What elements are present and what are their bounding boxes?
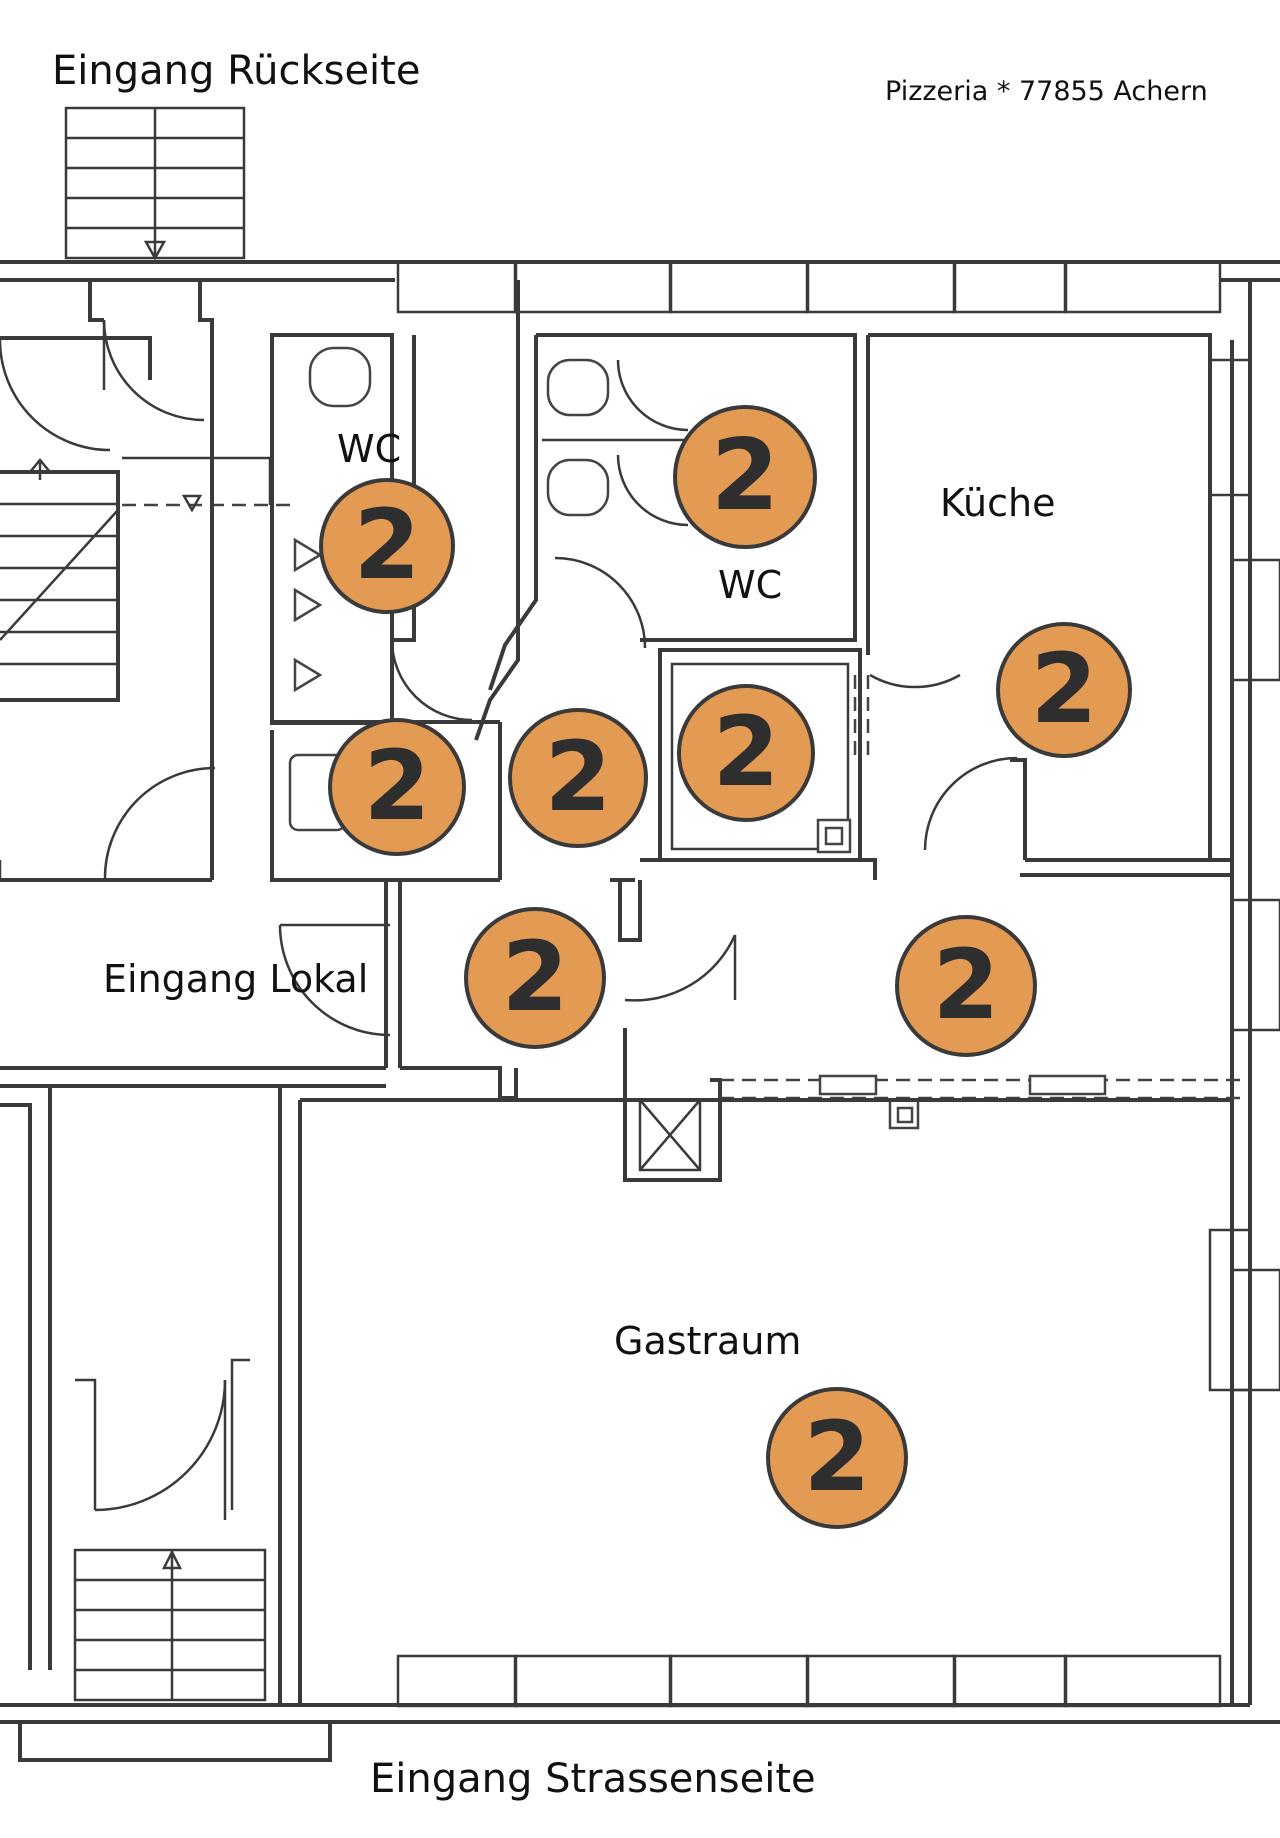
windows-bottom: [396, 1654, 1222, 1708]
street-entry-hall: [0, 1084, 1232, 1762]
label-entrance-back: Eingang Rückseite: [52, 48, 420, 94]
label-wc-2: WC: [718, 563, 782, 607]
marker-closet: 2: [677, 684, 815, 822]
marker-label: 2: [354, 489, 421, 601]
marker-label: 2: [1031, 633, 1098, 745]
kitchen-walls: [610, 756, 1232, 882]
stairs-back: [64, 106, 246, 261]
label-entrance-street: Eingang Strassenseite: [370, 1756, 816, 1802]
marker-wc-left: 2: [319, 478, 455, 614]
corridor: [0, 880, 1240, 1182]
closet-room: [640, 648, 961, 880]
label-kitchen: Küche: [940, 481, 1055, 525]
label-entrance-local: Eingang Lokal: [103, 957, 368, 1001]
marker-label: 2: [804, 1401, 871, 1513]
marker-hall: 2: [508, 708, 648, 848]
marker-wc-lower-left: 2: [328, 718, 466, 856]
marker-label: 2: [711, 419, 779, 533]
marker-label: 2: [364, 730, 431, 842]
marker-entrance-local: 2: [464, 907, 606, 1049]
marker-kitchen: 2: [996, 622, 1132, 758]
entry-back-area: [0, 280, 216, 882]
marker-label: 2: [713, 696, 780, 808]
label-dining-room: Gastraum: [614, 1319, 801, 1363]
wc-center-block: [474, 280, 1212, 862]
label-wc-1: WC: [337, 427, 401, 471]
stairwell-left: [0, 336, 290, 880]
label-header: Pizzeria * 77855 Achern: [885, 76, 1208, 107]
windows-top: [396, 260, 1222, 314]
marker-label: 2: [933, 929, 1000, 1041]
marker-corridor: 2: [895, 915, 1037, 1057]
marker-wc-upper: 2: [673, 405, 817, 549]
windows-right: [1208, 358, 1280, 1392]
marker-label: 2: [502, 921, 569, 1033]
marker-dining: 2: [766, 1387, 908, 1529]
marker-label: 2: [545, 721, 612, 833]
